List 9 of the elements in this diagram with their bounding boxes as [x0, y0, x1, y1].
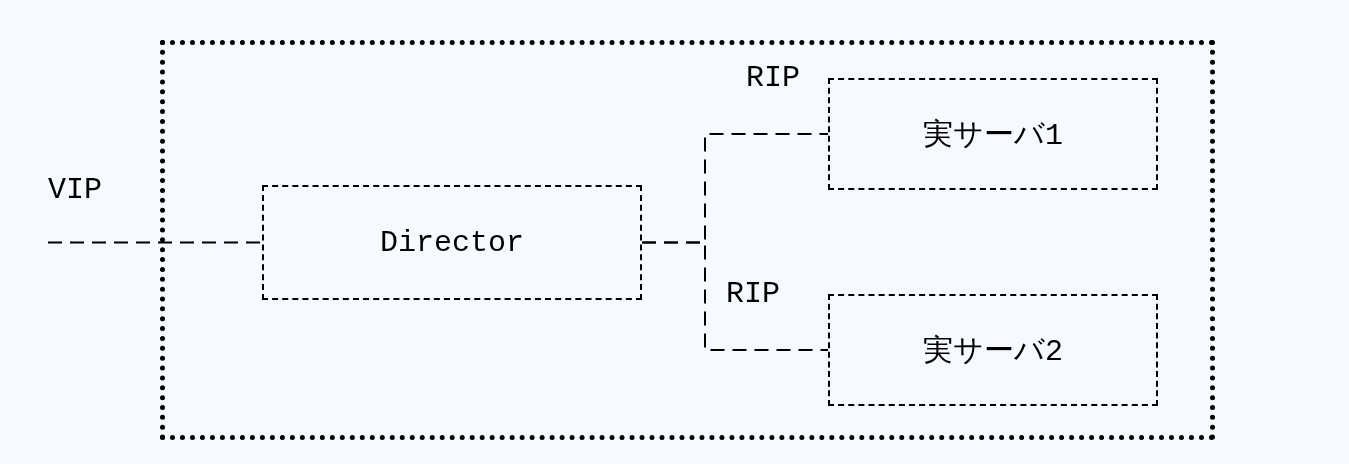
- dotted-frame: [160, 40, 1215, 440]
- director-box: [262, 185, 642, 300]
- connector-line: [641, 241, 829, 351]
- connector-line: [47, 241, 263, 244]
- box-label: Director: [380, 225, 524, 260]
- box-label: 実サーバ2: [923, 333, 1063, 371]
- server-box: [828, 78, 1158, 190]
- server-box: [828, 294, 1158, 406]
- box-label: 実サーバ1: [923, 117, 1063, 155]
